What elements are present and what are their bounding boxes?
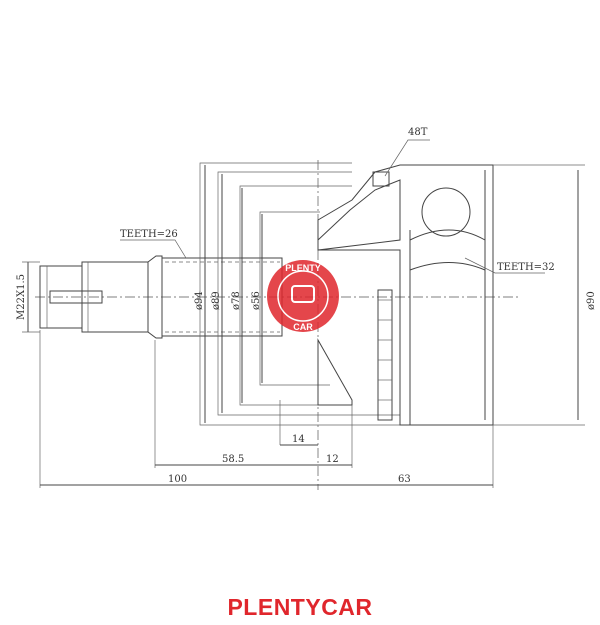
watermark-bottom: CAR	[293, 322, 313, 332]
dimension-lines	[22, 139, 585, 488]
label-d78: ø78	[231, 291, 242, 310]
outer-housing	[317, 164, 494, 426]
label-d89: ø89	[211, 291, 222, 310]
centerline	[35, 160, 520, 490]
label-d56: ø56	[251, 291, 262, 310]
watermark-logo: PLENTY CAR	[267, 260, 339, 332]
label-100: 100	[168, 474, 187, 485]
label-d90: ø90	[586, 291, 597, 310]
watermark-top: PLENTY	[285, 263, 321, 273]
brand-name: PLENTYCAR	[227, 594, 373, 620]
label-d94: ø94	[194, 291, 205, 310]
label-12: 12	[326, 454, 339, 465]
label-teeth-32: TEETH=32	[497, 262, 555, 273]
label-63: 63	[398, 474, 411, 485]
dimension-frames	[199, 162, 400, 426]
label-teeth-26: TEETH=26	[120, 229, 178, 240]
label-14: 14	[292, 434, 305, 445]
label-thread: M22X1.5	[16, 274, 27, 320]
label-48t: 48T	[408, 127, 428, 138]
label-58-5: 58.5	[222, 454, 244, 465]
